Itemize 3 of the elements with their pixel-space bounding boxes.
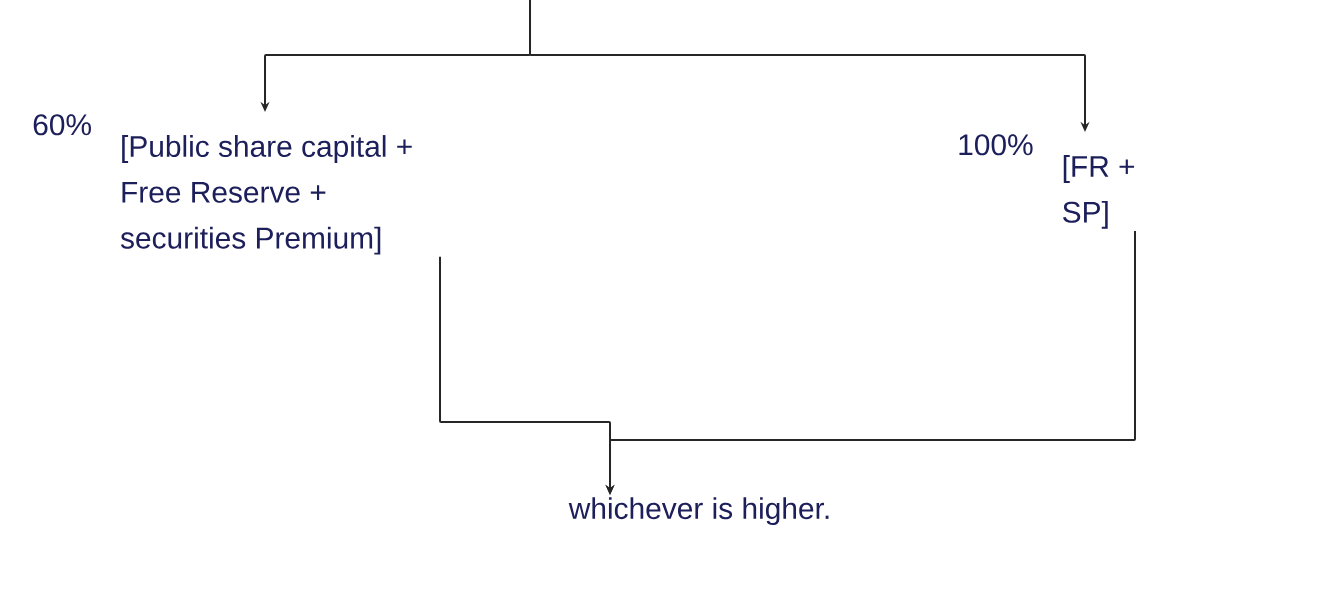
- handwritten-text: whichever is higher.: [568, 497, 829, 526]
- handwritten-text: 100% [FR + SP]: [959, 134, 1135, 229]
- handwritten-text: 60% [Public share capital + Free Reserve + securities Premium]: [33, 114, 412, 255]
